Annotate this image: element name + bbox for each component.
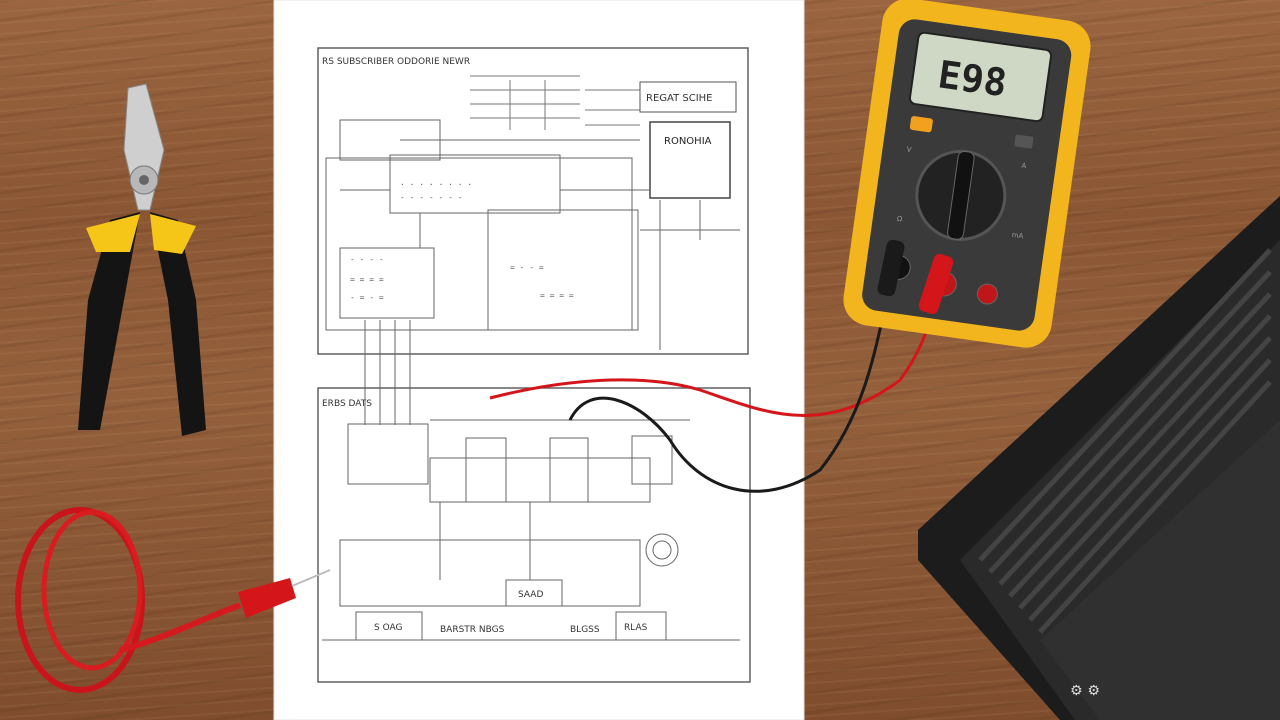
schematic-header: RS SUBSCRIBER ODDORIE NEWR [322,57,470,67]
bottom-label-blgss: BLGSS [570,625,600,635]
svg-text:- - - - - - -: - - - - - - - [400,193,463,202]
component-box-label: RONOHIA [664,136,712,147]
red-coiled-cable [15,507,331,693]
red-probe-wire [489,279,942,417]
svg-text:= = = =: = = = = [540,291,574,300]
svg-text:= = = =: = = = = [350,275,384,284]
svg-text:- = - =: - = - = [350,293,384,302]
bottom-label-soag: S OAG [374,623,402,633]
svg-text:- - - -: - - - - [350,255,384,264]
bottom-label-sand: SAAD [518,590,543,600]
schematic-paper: RS SUBSCRIBER ODDORIE NEWR REGAT SCIHE R… [273,0,805,720]
bottom-label-rlas: RLAS [624,623,648,633]
lcd-reading: E98 [935,52,1009,105]
lcd-display [908,31,1053,123]
svg-text:Ω: Ω [896,215,903,224]
svg-text:. . . . . . . .: . . . . . . . . [400,178,472,187]
svg-text:⚙ ⚙: ⚙ ⚙ [1070,683,1100,699]
lower-block-title: ERBS DATS [322,399,372,409]
multimeter: E98 V A ΩmA [843,0,1091,348]
bottom-label-barstr: BARSTR NBGS [440,625,505,635]
dark-electronic-device: ⚙ ⚙ [918,196,1280,720]
top-right-label: REGAT SCIHE [646,93,712,104]
svg-text:A: A [1021,162,1027,171]
svg-text:mA: mA [1011,231,1024,241]
svg-text:V: V [906,145,912,154]
svg-text:= - - =: = - - = [510,263,544,272]
black-probe-wire [568,289,890,493]
red-probe-tip-icon [238,578,296,618]
pliers-icon [78,83,206,436]
